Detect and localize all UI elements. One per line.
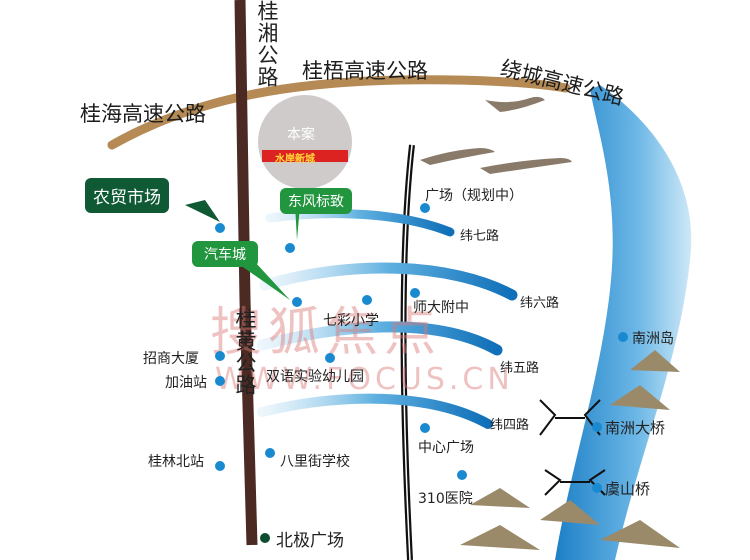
road-label-guiwu: 桂梧高速公路 (302, 59, 428, 83)
birds-icon (420, 96, 572, 174)
road-label-wei4: 纬四路 (490, 418, 530, 433)
poi-dot (260, 533, 270, 543)
project-name: 水岸新城 (275, 154, 315, 165)
project-circle (258, 95, 352, 189)
project-banner (262, 150, 348, 162)
poi-dot (215, 223, 225, 233)
watermark-brand: 搜狐焦点 (210, 303, 443, 363)
project-label: 本案 (287, 127, 315, 143)
poi-dot (265, 448, 275, 458)
poi-qicai: 七彩小学 (323, 313, 379, 329)
poi-beiji: 北极广场 (276, 531, 344, 551)
poi-yiyuan: 310医院 (418, 491, 473, 507)
poi-dot (285, 243, 295, 253)
poi-shuangyu: 双语实验幼儿园 (266, 369, 364, 385)
poi-dot (362, 295, 372, 305)
poi-guangchang: 广场（规划中） (425, 188, 523, 204)
poi-jiayou: 加油站 (165, 375, 207, 391)
river (555, 85, 692, 560)
poi-dot (457, 470, 467, 480)
poi-dot (592, 483, 602, 493)
poi-dot (215, 461, 225, 471)
poi-dot (592, 422, 602, 432)
poi-dot (292, 297, 302, 307)
poi-guilin-north: 桂林北站 (148, 454, 204, 470)
poi-dot (325, 353, 335, 363)
poi-nanzhoudao: 南洲岛 (632, 331, 674, 347)
road-wei4 (257, 393, 493, 429)
mountains-icon (460, 350, 680, 550)
callout-pointer-qiche (240, 262, 290, 300)
watermark-url: WWW.FOCUS.CN (215, 362, 514, 397)
road-wei7 (265, 209, 455, 237)
highway-guihai (107, 75, 571, 150)
road-label-guixiang: 桂湘公路 (255, 0, 279, 88)
road-label-wei5: 纬五路 (500, 361, 540, 376)
road-guihuang (234, 0, 258, 546)
poi-dot (420, 423, 430, 433)
callout-dongfeng: 东风标致 (280, 188, 352, 214)
poi-yushan-bridge: 虞山桥 (605, 480, 651, 498)
poi-zhaoshang: 招商大厦 (143, 351, 199, 367)
road-label-guihai: 桂海高速公路 (80, 102, 206, 126)
poi-dot (420, 203, 430, 213)
road-wei6 (259, 262, 518, 301)
callout-qiche: 汽车城 (192, 241, 258, 267)
poi-zhongxin: 中心广场 (418, 440, 474, 456)
poi-dot (410, 288, 420, 298)
road-label-guihuang: 桂黄公路 (233, 308, 257, 396)
callout-pointer-nongmao (185, 200, 220, 222)
poi-balijie: 八里街学校 (280, 454, 350, 470)
poi-nanzhou-bridge: 南洲大桥 (605, 419, 666, 437)
poi-dot (215, 351, 225, 361)
poi-dot (618, 332, 628, 342)
poi-shida: 师大附中 (413, 300, 469, 316)
road-wei5 (256, 321, 503, 356)
callout-nongmao: 农贸市场 (85, 178, 169, 213)
road-label-wei6: 纬六路 (520, 296, 560, 311)
poi-dot (215, 376, 225, 386)
road-label-wei7: 纬七路 (460, 229, 500, 244)
